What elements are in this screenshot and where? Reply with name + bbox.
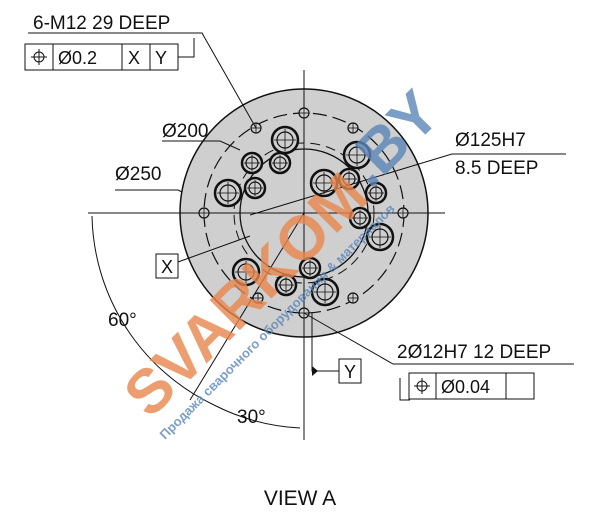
tapped-hole [274, 273, 298, 297]
angle-ref-line [189, 212, 305, 401]
datum-x: X [155, 235, 251, 279]
counterbore-hole [342, 140, 372, 170]
svg-text:X: X [161, 257, 173, 277]
dowel-leader [303, 312, 574, 365]
pcd-leader [162, 140, 241, 151]
bolt-hole [198, 207, 210, 219]
bolt-fcf-datum-x: X [128, 48, 140, 68]
datum-y: Y [311, 313, 362, 384]
bolt-fcf-tolerance: Ø0.2 [58, 48, 97, 68]
svg-text:Y: Y [344, 362, 356, 382]
bore-leader [249, 153, 566, 216]
angle-30-arc [213, 404, 301, 429]
dowel-hole [298, 107, 310, 119]
dowel-fcf-tolerance: Ø0.04 [441, 377, 490, 397]
tapped-hole [364, 181, 388, 205]
bolt-fcf-datum-y: Y [155, 48, 167, 68]
tapped-hole [243, 176, 267, 200]
bolt-holes-callout: 6-M12 29 DEEP [33, 13, 170, 34]
holes-group [198, 107, 409, 319]
bolt-hole [397, 207, 409, 219]
od-leader [115, 189, 183, 193]
counterbore-hole [231, 257, 261, 287]
bolt-hole [347, 122, 359, 134]
tapped-hole [240, 151, 264, 175]
bolt-leader [28, 32, 257, 129]
dowel-fcf: Ø0.04 [399, 372, 535, 401]
tapped-hole [268, 151, 292, 175]
angle-30-label: 30° [237, 407, 266, 428]
od-250-label: Ø250 [115, 164, 161, 185]
bolt-hole [252, 292, 264, 304]
tapped-hole [298, 256, 322, 280]
dowel-holes-label: 2Ø12H7 12 DEEP [397, 342, 551, 363]
bolt-hole [347, 292, 359, 304]
counterbore-hole [309, 168, 339, 198]
bore-label-1: Ø125H7 [455, 130, 526, 151]
counterbore-hole [310, 277, 340, 307]
tapped-hole [348, 206, 372, 230]
angle-60-label: 60° [108, 310, 137, 331]
bolt-fcf: Ø0.2 X Y [24, 38, 195, 71]
angle-60-arc [91, 215, 215, 406]
counterbore-hole [213, 178, 243, 208]
counterbore-hole [365, 222, 395, 252]
pcd-200-label: Ø200 [162, 121, 208, 142]
view-label: VIEW A [264, 487, 336, 510]
bore-label-2: 8.5 DEEP [455, 158, 538, 179]
counterbore-hole [270, 125, 300, 155]
